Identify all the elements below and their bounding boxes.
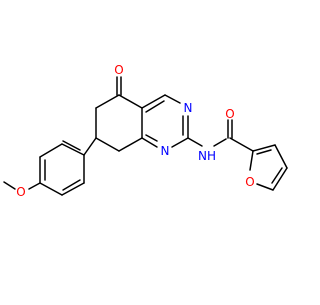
ring-n1-label: N xyxy=(161,144,170,158)
bond-ar5-ar6 xyxy=(61,182,85,196)
bond-furan-c3-c2-b xyxy=(256,149,272,155)
amide-nh-label: NH xyxy=(198,149,216,163)
bond-furan-c5-c4-b xyxy=(271,167,283,184)
bond-layer xyxy=(3,76,288,196)
ring-n3-label: N xyxy=(184,101,193,115)
methoxy-oxygen-label: O xyxy=(16,185,25,199)
atom-label-layer: O N N NH O O O xyxy=(16,63,254,199)
bond-ar4-ar5 xyxy=(39,182,63,196)
bond-furan-c5-c4 xyxy=(272,167,288,191)
structure-canvas: O N N NH O O O xyxy=(3,63,288,199)
amide-oxygen-label: O xyxy=(225,107,234,121)
bond-ar2-ar3 xyxy=(39,143,63,158)
bond-c4-n3 xyxy=(164,94,181,104)
bond-ar1-ar2-b xyxy=(62,140,81,151)
bond-n1-c8a-b xyxy=(145,134,158,142)
bond-furan-c2-o1 xyxy=(249,150,254,171)
bond-c7-aryl xyxy=(83,137,97,156)
bond-c7-c8 xyxy=(95,137,120,152)
bond-n1-c8a-a xyxy=(141,137,158,148)
bond-nh-carbonyl xyxy=(213,138,227,147)
bond-furan-c4-c3 xyxy=(274,144,288,169)
ketone-oxygen-label: O xyxy=(114,63,123,77)
bond-ar-omethoxy xyxy=(28,182,41,190)
bond-c2-nh xyxy=(187,137,203,147)
furan-oxygen-label: O xyxy=(245,175,254,189)
bond-furan-o1-c5 xyxy=(256,183,274,191)
bond-furan-c3-c2 xyxy=(252,144,276,152)
bond-ar5-ar6-b xyxy=(62,179,81,191)
bond-c2-n1 xyxy=(171,137,189,148)
bond-ar1-ar2 xyxy=(61,143,85,156)
bond-carbonyl-furan xyxy=(229,137,254,152)
bond-c4a-c5 xyxy=(118,94,143,109)
molecule-structure: O N N NH O O O xyxy=(3,63,288,199)
bond-c5-c6 xyxy=(95,94,120,109)
bond-omethoxy-ch3 xyxy=(3,181,16,190)
bond-c8-c8a xyxy=(118,137,143,152)
bond-c4a-c4-b xyxy=(145,100,165,113)
bond-c4a-c4-a xyxy=(141,94,166,109)
